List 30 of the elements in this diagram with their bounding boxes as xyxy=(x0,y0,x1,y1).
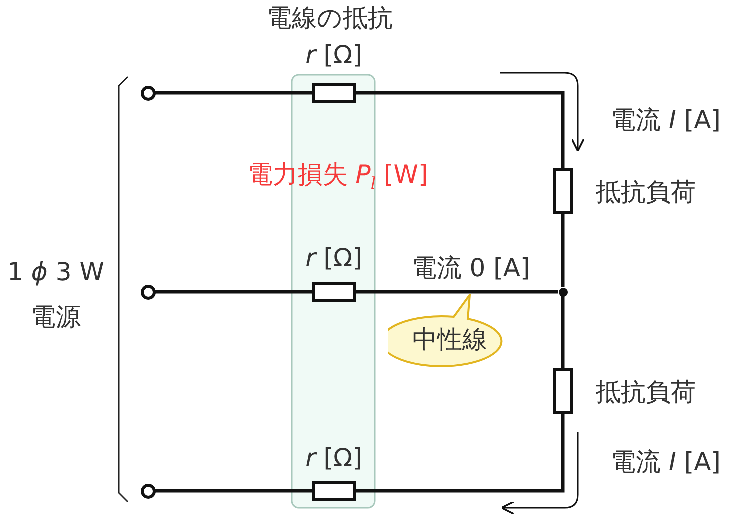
wire xyxy=(156,91,312,95)
power-loss-label: 電力損失 P$_{l}$ [W] xyxy=(248,161,428,193)
source-label: 1 ϕ 3 W xyxy=(8,258,104,286)
wire xyxy=(561,214,565,288)
resistance-label: r [Ω] xyxy=(306,244,362,272)
wire xyxy=(356,414,565,493)
wire xyxy=(356,91,565,168)
resistance-label: r [Ω] xyxy=(306,444,362,472)
load-label: 抵抗負荷 xyxy=(596,378,696,406)
terminal xyxy=(140,284,156,300)
junction-dot xyxy=(558,288,568,296)
heading-label: 電線の抵抗 xyxy=(267,4,393,32)
terminal xyxy=(140,86,156,100)
current-label: 電流 I [A] xyxy=(611,106,721,134)
terminal xyxy=(140,484,156,498)
resistor-symbol xyxy=(312,83,356,103)
wire xyxy=(561,296,565,368)
resistor-symbol xyxy=(312,282,356,302)
current-label: 電流 I [A] xyxy=(611,448,721,476)
resistance-label: r [Ω] xyxy=(306,41,362,69)
current-label: 電流 0 [A] xyxy=(412,254,530,282)
resistor-symbol xyxy=(553,168,573,214)
load-label: 抵抗負荷 xyxy=(596,178,696,206)
wire xyxy=(156,489,312,493)
resistor-symbol xyxy=(553,368,573,414)
resistor-symbol xyxy=(312,481,356,501)
source-label: 電源 xyxy=(31,303,81,331)
callout-text: 中性線 xyxy=(412,326,488,354)
wire xyxy=(156,290,312,294)
wire xyxy=(356,290,558,294)
